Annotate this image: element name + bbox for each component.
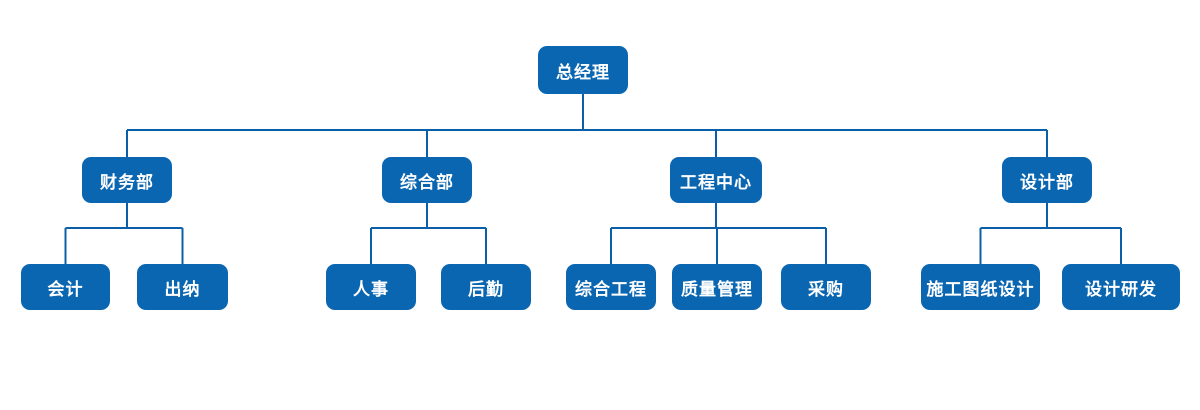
node-construction-drawing-design: 施工图纸设计 — [921, 264, 1040, 310]
node-design-dept: 设计部 — [1002, 157, 1092, 203]
node-logistics: 后勤 — [441, 264, 531, 310]
node-general-manager: 总经理 — [538, 46, 628, 94]
node-hr: 人事 — [326, 264, 416, 310]
node-quality-management: 质量管理 — [672, 264, 762, 310]
node-procurement: 采购 — [781, 264, 871, 310]
node-finance-dept: 财务部 — [82, 157, 172, 203]
node-design-rnd: 设计研发 — [1062, 264, 1180, 310]
node-engineering-center: 工程中心 — [670, 157, 762, 203]
node-cashier: 出纳 — [137, 264, 228, 310]
node-general-affairs-dept: 综合部 — [382, 157, 472, 203]
connector-root-to-departments — [126, 94, 1048, 157]
node-general-engineering: 综合工程 — [566, 264, 656, 310]
node-accounting: 会计 — [21, 264, 110, 310]
connector-general-affairs-branch — [370, 203, 487, 264]
connector-finance-branch — [64, 203, 184, 264]
connector-design-branch — [979, 203, 1122, 264]
connector-engineering-branch — [610, 203, 827, 264]
